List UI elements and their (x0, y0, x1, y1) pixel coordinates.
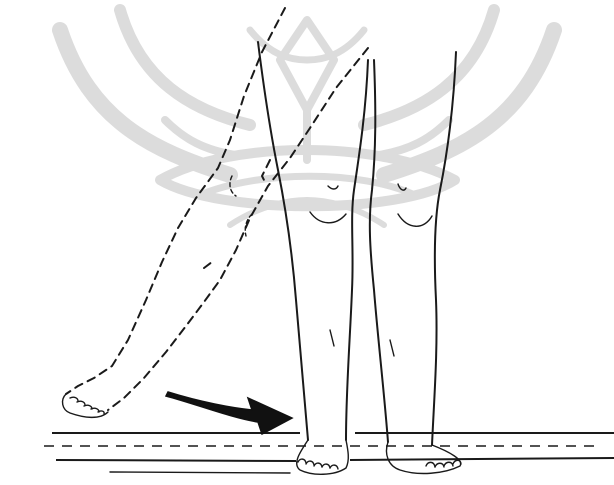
left-standing-foot (297, 440, 349, 474)
motion-arrow-icon (166, 392, 292, 434)
abducted-foot (63, 394, 108, 417)
watermark-emblem-icon (60, 10, 554, 225)
